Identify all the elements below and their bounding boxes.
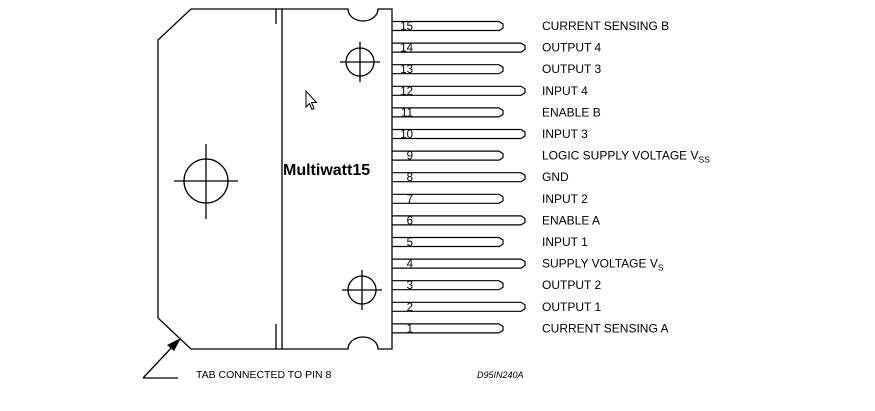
- pin-label: GND: [542, 170, 569, 184]
- pin-lead: [392, 258, 526, 269]
- pin-number: 10: [400, 129, 413, 141]
- pin-3: 3 OUTPUT 2: [392, 278, 601, 292]
- pin-lead: [392, 215, 526, 226]
- pin-label: INPUT 4: [542, 84, 588, 98]
- pin-label: SUPPLY VOLTAGE VS: [542, 257, 664, 273]
- pin-4: 4 SUPPLY VOLTAGE VS: [392, 257, 664, 273]
- pin-label-text: INPUT 2: [542, 192, 588, 206]
- top-mounting-mark: [340, 42, 380, 82]
- pin-number: 12: [400, 86, 413, 98]
- pin-lead: [392, 128, 526, 140]
- pin-lead: [392, 172, 526, 183]
- pin-label-text: ENABLE A: [542, 213, 600, 227]
- pin-lead: [392, 323, 504, 334]
- pin-label-text: OUTPUT 4: [542, 41, 601, 55]
- pin-label: OUTPUT 2: [542, 278, 601, 292]
- pin-number: 6: [407, 215, 413, 227]
- pin-lead: [392, 20, 504, 32]
- pin-7: 7 INPUT 2: [392, 192, 588, 206]
- pin-label: ENABLE B: [542, 105, 601, 119]
- pin-14: 14 OUTPUT 4: [392, 41, 601, 55]
- tab-mounting-hole: [174, 144, 238, 219]
- pin-lead: [392, 280, 504, 291]
- pin-label: INPUT 1: [542, 235, 588, 249]
- pin-label-text: CURRENT SENSING A: [542, 321, 668, 335]
- pin-label-text: OUTPUT 1: [542, 300, 601, 314]
- tab-note: TAB CONNECTED TO PIN 8: [196, 369, 332, 381]
- drawing-code: D95IN240A: [477, 370, 524, 380]
- pin-13: 13 OUTPUT 3: [392, 62, 601, 76]
- pin-label-text: SUPPLY VOLTAGE V: [542, 257, 658, 271]
- pin-lead: [392, 150, 504, 161]
- pin-label-text: GND: [542, 170, 569, 184]
- pin-lead: [392, 236, 504, 248]
- pin-label-subscript: S: [658, 263, 664, 273]
- pin-label: OUTPUT 1: [542, 300, 601, 314]
- pin-label-text: OUTPUT 2: [542, 278, 601, 292]
- pin-number: 5: [407, 237, 413, 249]
- pin-label: CURRENT SENSING A: [542, 321, 668, 335]
- pin-15: 15 CURRENT SENSING B: [392, 19, 669, 33]
- pin-label: CURRENT SENSING B: [542, 19, 669, 33]
- pin-number: 7: [407, 194, 413, 206]
- pin-label-text: INPUT 4: [542, 84, 588, 98]
- pin-number: 15: [400, 21, 413, 33]
- package-name: Multiwatt15: [283, 162, 370, 179]
- pin-number: 3: [407, 280, 413, 292]
- pin-9: 9 LOGIC SUPPLY VOLTAGE VSS: [392, 149, 710, 165]
- pin-11: 11 ENABLE B: [392, 105, 601, 119]
- pin-lead: [392, 193, 504, 204]
- pin-number: 2: [407, 302, 413, 314]
- pin-number: 13: [400, 64, 413, 76]
- pin-1: 1 CURRENT SENSING A: [392, 321, 668, 335]
- pin-lead: [392, 107, 504, 118]
- pin-label: OUTPUT 3: [542, 62, 601, 76]
- pin-number: 14: [400, 43, 413, 55]
- pin-lead: [392, 85, 526, 96]
- package-body: [281, 8, 393, 350]
- bottom-mounting-mark: [342, 270, 382, 310]
- pin-label-text: INPUT 3: [542, 127, 588, 141]
- mouse-cursor-icon: [305, 89, 318, 111]
- pin-label: LOGIC SUPPLY VOLTAGE VSS: [542, 149, 710, 165]
- pin-10: 10 INPUT 3: [392, 127, 588, 141]
- tab-arrow-icon: [142, 338, 181, 379]
- pin-label-text: INPUT 1: [542, 235, 588, 249]
- pin-number: 4: [407, 259, 414, 271]
- pin-12: 12 INPUT 4: [392, 84, 588, 98]
- pin-lead: [392, 42, 526, 53]
- pin-2: 2 OUTPUT 1: [392, 300, 601, 314]
- pin-number: 1: [407, 323, 413, 335]
- heatsink-tab: [157, 8, 282, 350]
- pin-lead: [392, 64, 504, 75]
- pin-lead: [392, 301, 526, 312]
- pin-label: INPUT 2: [542, 192, 588, 206]
- pin-label: INPUT 3: [542, 127, 588, 141]
- pin-6: 6 ENABLE A: [392, 213, 600, 227]
- pin-number: 11: [401, 107, 413, 119]
- pin-label: OUTPUT 4: [542, 41, 601, 55]
- pin-label-text: ENABLE B: [542, 105, 601, 119]
- pin-label: ENABLE A: [542, 213, 600, 227]
- pin-label-text: OUTPUT 3: [542, 62, 601, 76]
- pin-label-text: LOGIC SUPPLY VOLTAGE V: [542, 149, 699, 163]
- pin-number: 9: [407, 151, 413, 163]
- pin-5: 5 INPUT 1: [392, 235, 588, 249]
- pin-label-subscript: SS: [699, 155, 711, 165]
- pin-8: 8 GND: [392, 170, 569, 184]
- pin-number: 8: [407, 172, 413, 184]
- pin-label-text: CURRENT SENSING B: [542, 19, 669, 33]
